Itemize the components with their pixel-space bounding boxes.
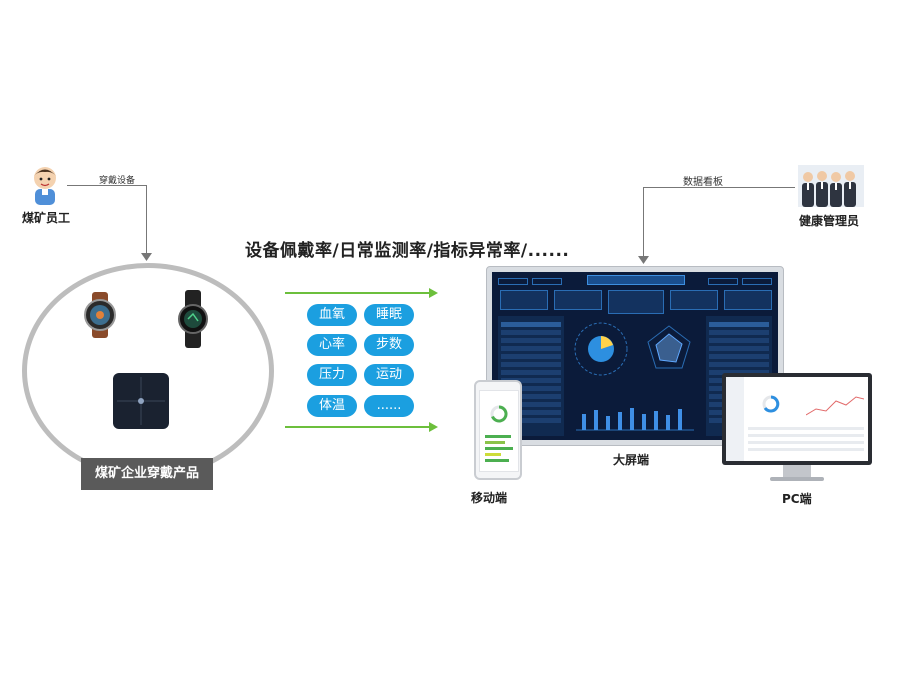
mobile-bar bbox=[485, 453, 501, 456]
smartwatch-leather-icon bbox=[84, 292, 116, 338]
mobile-bar bbox=[485, 459, 509, 462]
mobile-device bbox=[474, 380, 522, 480]
pc-line-chart bbox=[806, 396, 864, 416]
manager-edge-label: 数据看板 bbox=[683, 177, 723, 188]
pc-table-row bbox=[748, 448, 864, 451]
center-radar-chart bbox=[647, 325, 691, 369]
mobile-label: 移动端 bbox=[471, 491, 508, 505]
pc-ring-chart bbox=[762, 395, 780, 413]
arrow-top-line bbox=[285, 292, 430, 294]
mobile-bar bbox=[485, 441, 505, 444]
big-screen-monitor bbox=[486, 266, 784, 446]
arrow-bottom-head-icon bbox=[429, 422, 438, 432]
kpi-card bbox=[670, 290, 718, 310]
pc-table-row bbox=[748, 441, 864, 444]
mobile-bar bbox=[485, 447, 513, 450]
metric-pill: 步数 bbox=[364, 334, 414, 356]
dashboard-title-bar bbox=[587, 275, 685, 285]
dashboard-nav-left bbox=[498, 278, 528, 285]
products-circle bbox=[22, 263, 274, 479]
metric-pill: 压力 bbox=[307, 364, 357, 386]
manager-connector-vertical bbox=[643, 187, 644, 259]
mobile-bar bbox=[485, 435, 511, 438]
metrics-headline: 设备佩戴率/日常监测率/指标异常率/...... bbox=[245, 241, 570, 261]
mobile-ring-chart bbox=[490, 405, 508, 423]
pc-screen bbox=[726, 377, 868, 461]
kpi-card bbox=[500, 290, 548, 310]
manager-label: 健康管理员 bbox=[799, 214, 860, 228]
dashboard-nav-left bbox=[532, 278, 562, 285]
pc-table-row bbox=[748, 434, 864, 437]
arrow-bottom-line bbox=[285, 426, 430, 428]
worker-edge-label: 穿戴设备 bbox=[99, 176, 136, 186]
worker-connector bbox=[67, 185, 147, 186]
dashboard-nav-right bbox=[708, 278, 738, 285]
dashboard-nav-right bbox=[742, 278, 772, 285]
metric-pill: 血氧 bbox=[307, 304, 357, 326]
metric-pill: ...... bbox=[364, 395, 414, 417]
worker-connector-vertical bbox=[146, 185, 147, 257]
metric-pill: 运动 bbox=[364, 364, 414, 386]
smartwatch-sport-icon bbox=[178, 290, 208, 348]
worker-arrow-icon bbox=[141, 253, 152, 261]
manager-team-icon bbox=[798, 165, 864, 207]
mobile-screen bbox=[479, 390, 519, 472]
arrow-top-head-icon bbox=[429, 288, 438, 298]
metric-pill: 心率 bbox=[307, 334, 357, 356]
smart-scale-icon bbox=[113, 373, 169, 429]
pc-sidebar bbox=[726, 377, 744, 461]
manager-arrow-icon bbox=[638, 256, 649, 264]
pc-monitor bbox=[722, 373, 872, 465]
worker-avatar-icon bbox=[34, 167, 56, 205]
pc-stand bbox=[783, 465, 811, 477]
center-bar-chart bbox=[576, 408, 694, 431]
manager-connector bbox=[643, 187, 795, 188]
kpi-card bbox=[608, 290, 664, 314]
pc-label: PC端 bbox=[782, 492, 812, 506]
pc-base bbox=[770, 477, 824, 481]
metric-pill: 体温 bbox=[307, 395, 357, 417]
kpi-card bbox=[554, 290, 602, 310]
center-pie-chart bbox=[574, 322, 628, 376]
products-caption: 煤矿企业穿戴产品 bbox=[81, 458, 213, 490]
kpi-card bbox=[724, 290, 772, 310]
metric-pill: 睡眠 bbox=[364, 304, 414, 326]
big-screen-label: 大屏端 bbox=[613, 453, 650, 467]
pc-table-row bbox=[748, 427, 864, 430]
worker-label: 煤矿员工 bbox=[22, 211, 71, 225]
